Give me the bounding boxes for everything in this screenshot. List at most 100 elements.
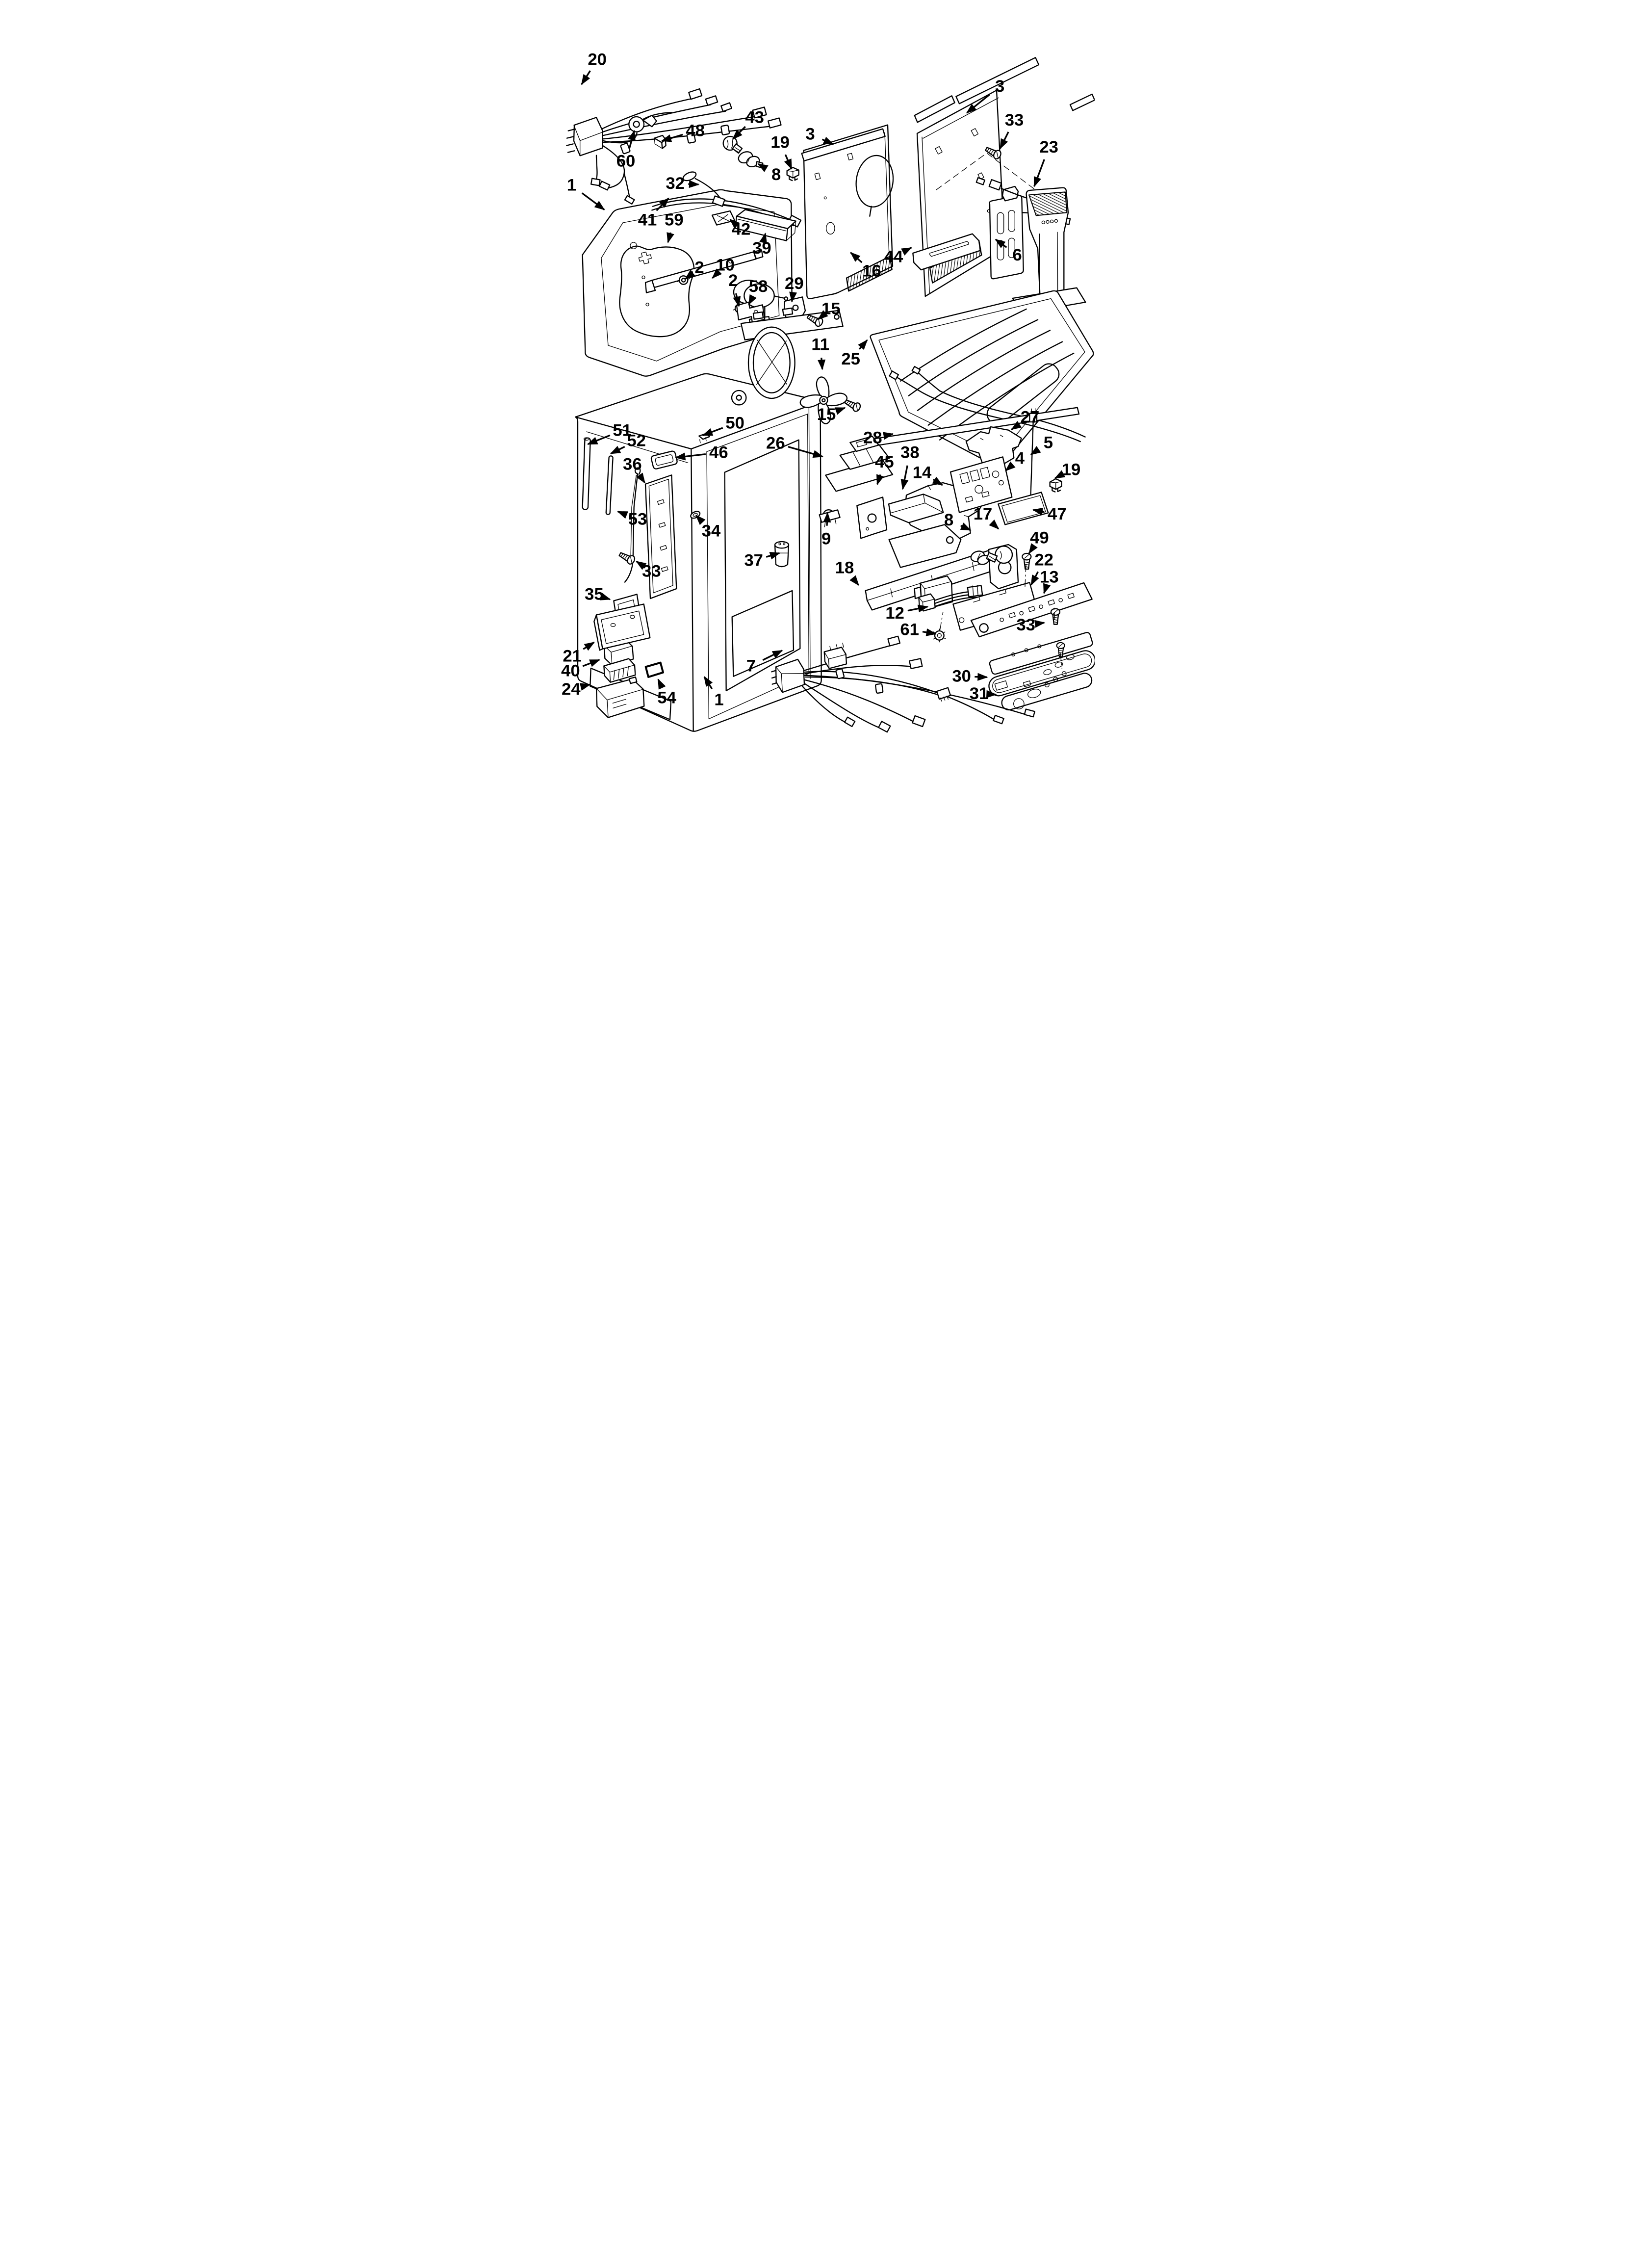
- callout-arrow-10: [712, 268, 722, 279]
- overload-24: [595, 676, 645, 718]
- wire-harness-20: [566, 88, 782, 205]
- callout-arrow-15: [818, 310, 828, 320]
- callout-number-49: 49: [1030, 529, 1049, 547]
- callout-arrow-17: [989, 519, 1000, 530]
- callout-arrow-43: [732, 126, 746, 140]
- callout-number-12: 12: [885, 604, 904, 623]
- air-damper-26: [825, 436, 894, 492]
- callout-number-33: 33: [1016, 616, 1035, 634]
- callout-arrow-58: [748, 294, 757, 306]
- fan-blade-11: [799, 376, 848, 424]
- callout-number-25: 25: [841, 350, 860, 368]
- callout-arrow-24: [579, 683, 591, 691]
- callout-number-4: 4: [1015, 449, 1025, 468]
- callout-arrow-36: [636, 472, 646, 484]
- callout-number-5: 5: [1044, 434, 1053, 452]
- callout-number-58: 58: [749, 277, 768, 296]
- callout-number-30: 30: [952, 667, 971, 686]
- callout-number-59: 59: [665, 210, 684, 229]
- callout-number-10: 10: [716, 256, 735, 275]
- callout-number-29: 29: [785, 274, 804, 293]
- callout-number-33: 33: [642, 562, 661, 580]
- callout-number-34: 34: [702, 522, 721, 541]
- callout-number-61: 61: [900, 620, 919, 639]
- callout-number-19: 19: [770, 133, 790, 152]
- callout-arrow-16: [850, 252, 863, 263]
- callout-number-54: 54: [657, 689, 676, 707]
- control-board-13: [970, 582, 1093, 638]
- callout-number-8: 8: [771, 165, 781, 184]
- callout-arrow-26: [788, 446, 824, 458]
- callout-arrow-33: [635, 560, 647, 570]
- callout-arrow-22: [1030, 571, 1039, 586]
- callout-number-23: 23: [1039, 138, 1058, 156]
- callout-arrow-30: [975, 673, 988, 681]
- callout-arrow-8: [960, 522, 972, 531]
- callout-arrow-8: [757, 163, 769, 172]
- callout-number-48: 48: [686, 122, 705, 140]
- partition-44: [912, 233, 981, 271]
- callout-number-28: 28: [863, 429, 882, 447]
- callout-number-21: 21: [563, 647, 582, 665]
- callout-number-2: 2: [694, 258, 704, 277]
- callout-arrow-25: [858, 339, 868, 350]
- callout-arrow-47: [1032, 507, 1045, 516]
- callout-arrow-3: [821, 136, 834, 145]
- callout-arrow-3: [966, 94, 990, 114]
- rear-panel-3-left: [801, 95, 955, 300]
- callout-arrow-50: [702, 427, 723, 436]
- callout-arrow-7: [762, 650, 783, 661]
- callout-number-3: 3: [995, 77, 1004, 96]
- callout-arrow-20: [581, 70, 591, 85]
- control-board-4: [949, 456, 1013, 513]
- callout-arrow-45: [876, 474, 884, 486]
- callout-arrow-42: [729, 218, 740, 229]
- air-duct-39: [735, 209, 796, 241]
- callout-number-13: 13: [1040, 568, 1059, 587]
- callout-arrow-37: [766, 552, 781, 560]
- callout-number-40: 40: [561, 661, 580, 680]
- callout-arrow-6: [995, 238, 1007, 248]
- callout-arrow-19: [784, 154, 793, 170]
- start-device-40: [603, 658, 636, 683]
- callout-arrow-48: [661, 133, 683, 142]
- cabinet-liner-1: [575, 373, 822, 732]
- callout-number-36: 36: [623, 455, 642, 474]
- callout-number-20: 20: [588, 51, 607, 69]
- light-shield-35: [593, 594, 651, 651]
- callout-number-41: 41: [638, 210, 657, 229]
- callout-number-15: 15: [817, 405, 836, 424]
- callout-arrow-12: [907, 604, 929, 613]
- callout-number-45: 45: [875, 453, 894, 471]
- callout-arrow-4: [1005, 461, 1016, 471]
- callout-arrow-2: [685, 269, 695, 280]
- air-duct-38: [888, 494, 944, 523]
- callout-number-31: 31: [970, 684, 989, 703]
- callout-number-24: 24: [562, 680, 581, 699]
- exploded-parts-diagram: 2060484319833332313241594239210258291644…: [547, 0, 1095, 756]
- bulb-socket-8: [738, 151, 764, 169]
- callout-number-3: 3: [805, 125, 815, 143]
- callout-number-42: 42: [732, 220, 751, 238]
- console-overlay-31: [1001, 671, 1093, 711]
- callout-arrow-5: [1030, 446, 1041, 456]
- insulation-27: [965, 426, 1022, 468]
- callout-arrow-18: [849, 575, 859, 586]
- callout-number-1: 1: [567, 176, 576, 195]
- callout-number-52: 52: [627, 432, 646, 450]
- callout-arrow-59: [667, 232, 674, 243]
- cover-plate-45: [856, 496, 888, 539]
- callout-number-47: 47: [1048, 505, 1067, 523]
- callout-number-18: 18: [835, 558, 854, 577]
- callout-number-26: 26: [766, 434, 785, 452]
- callout-number-32: 32: [666, 174, 685, 193]
- light-bulb-43: [722, 135, 743, 154]
- callout-number-16: 16: [862, 262, 881, 281]
- callout-number-44: 44: [884, 247, 903, 266]
- callout-arrow-61: [922, 628, 937, 636]
- callout-arrow-14: [932, 476, 944, 486]
- callout-number-35: 35: [585, 585, 604, 604]
- callout-arrow-1: [703, 676, 713, 690]
